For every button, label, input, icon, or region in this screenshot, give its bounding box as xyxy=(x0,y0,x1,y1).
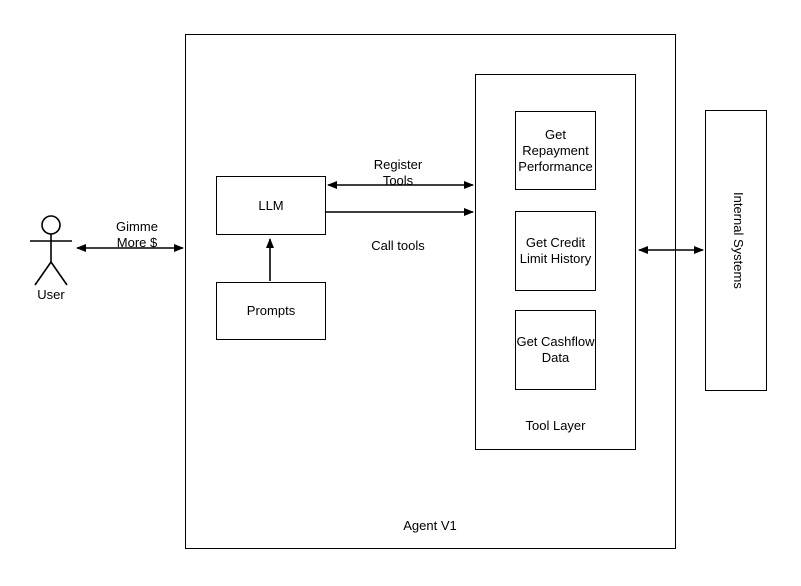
llm-box-label: LLM xyxy=(258,197,284,213)
agent-v1-label: Agent V1 xyxy=(403,518,457,533)
tool-box-get-credit-limit-history[interactable]: Get Credit Limit History xyxy=(515,211,596,291)
actor-label-user: User xyxy=(37,287,65,302)
tool-box-label: Get Credit Limit History xyxy=(519,235,592,266)
prompts-box[interactable]: Prompts xyxy=(216,282,326,340)
internal-systems-label: Internal Systems xyxy=(731,192,746,289)
tool-box-label: Get Repayment Performance xyxy=(518,126,593,174)
tool-box-label: Get Cashflow Data xyxy=(516,334,595,365)
tool-layer-container[interactable] xyxy=(475,74,636,450)
tool-box-get-cashflow-data[interactable]: Get Cashflow Data xyxy=(515,310,596,390)
internal-systems-box[interactable] xyxy=(705,110,767,391)
stick-figure-actor xyxy=(30,215,72,286)
tool-layer-label: Tool Layer xyxy=(525,418,586,433)
tool-box-get-repayment-performance[interactable]: Get Repayment Performance xyxy=(515,111,596,190)
edge-label-register-tools: Register Tools xyxy=(373,157,423,188)
llm-box[interactable]: LLM xyxy=(216,176,326,235)
agent-v1-container[interactable] xyxy=(185,34,676,549)
edge-label-gimme-more: Gimme More $ xyxy=(116,219,158,250)
edge-label-call-tools: Call tools xyxy=(371,238,425,253)
prompts-box-label: Prompts xyxy=(246,303,296,318)
